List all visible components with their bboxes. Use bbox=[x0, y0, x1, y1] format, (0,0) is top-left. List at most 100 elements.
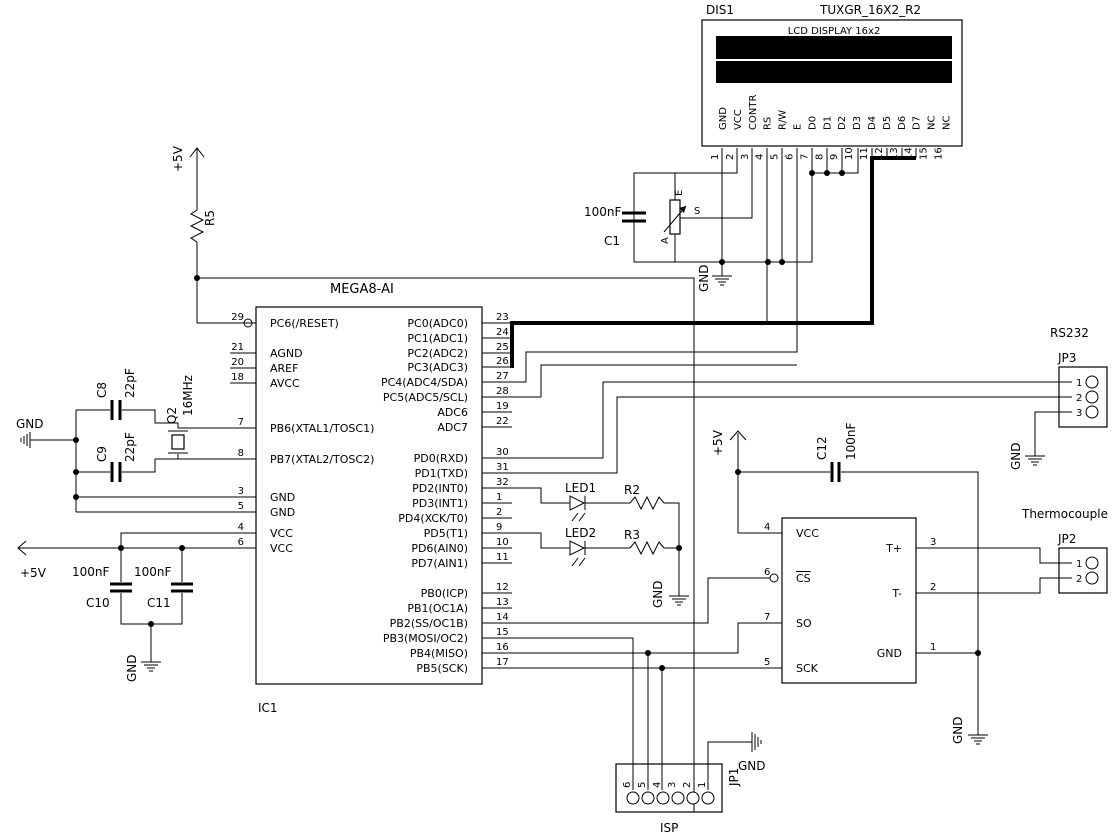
mcu-pin-label: PB2(SS/OC1B) bbox=[390, 617, 468, 630]
lcd-pin-label: GND bbox=[718, 107, 729, 130]
r5-label: R5 bbox=[203, 210, 217, 226]
lcd-pin-label: D5 bbox=[882, 116, 893, 130]
lcd-pin-number: 6 bbox=[785, 154, 796, 160]
lcd-pin-number: 16 bbox=[934, 147, 945, 160]
jp1-pin bbox=[656, 791, 670, 805]
plus5v-label-left: +5V bbox=[20, 566, 47, 580]
mcu-pin-number: 10 bbox=[496, 537, 509, 548]
jp3-title: RS232 bbox=[1050, 326, 1089, 340]
jp3-pin bbox=[1085, 375, 1099, 389]
gnd-symbol-lcd: GND bbox=[697, 264, 732, 292]
c8-label: C8 bbox=[95, 382, 109, 398]
mcu-pin-number: 32 bbox=[496, 477, 509, 488]
plus5v-label-sensor: +5V bbox=[711, 429, 725, 456]
mcu-pin-label: PD3(INT1) bbox=[412, 497, 468, 510]
mcu-pin-number: 20 bbox=[231, 357, 244, 368]
lcd-pin-number: 11 bbox=[859, 147, 870, 160]
lcd-pin-label: D3 bbox=[852, 116, 863, 130]
mcu-pin-number: 18 bbox=[231, 372, 244, 383]
reset-network: +5V R5 bbox=[171, 145, 695, 812]
mcu-pin-label: PB3(MOSI/OC2) bbox=[383, 632, 468, 645]
lcd-body bbox=[701, 19, 963, 147]
lcd-pin-label: NC bbox=[927, 116, 938, 130]
gnd-label-decoupling: GND bbox=[125, 654, 139, 682]
mcu-pin-number: 9 bbox=[496, 522, 502, 533]
sensor-pin-label: VCC bbox=[796, 527, 819, 540]
mcu-pin-number: 31 bbox=[496, 462, 509, 473]
pot-label-e: E bbox=[674, 190, 685, 196]
sensor-pin-number: 1 bbox=[930, 642, 936, 653]
sensor-pin-number: 6 bbox=[764, 567, 770, 578]
pot-label-s: S bbox=[694, 206, 700, 217]
led2-label: LED2 bbox=[565, 526, 596, 540]
sensor-pin-label: SCK bbox=[796, 662, 819, 675]
jp1-pin bbox=[701, 791, 715, 805]
led-network: GND LED1 LED2 R2 R3 bbox=[496, 481, 689, 608]
lcd-pin-label: D4 bbox=[867, 116, 878, 130]
mcu-right-pins: 23PC0(ADC0)24PC1(ADC1)25PC2(ADC2)26PC3(A… bbox=[381, 312, 512, 675]
sensor-pin-number: 3 bbox=[930, 537, 936, 548]
mcu-pin-number: 28 bbox=[496, 386, 509, 397]
mcu-pin-label: PC0(ADC0) bbox=[407, 317, 468, 330]
mcu-pin-label: PD7(AIN1) bbox=[411, 557, 468, 570]
lcd-pin-label: D7 bbox=[912, 116, 923, 130]
lcd-pin-label: D0 bbox=[807, 116, 818, 130]
mcu-pin-number: 22 bbox=[496, 416, 509, 427]
sensor-pin-number: 2 bbox=[930, 582, 936, 593]
r2-label: R2 bbox=[624, 483, 640, 497]
gnd-label-rs232: GND bbox=[1009, 442, 1023, 470]
lcd-pin-label: VCC bbox=[733, 109, 744, 130]
jp2-pin-number: 1 bbox=[1076, 559, 1082, 570]
c11-label: C11 bbox=[147, 596, 171, 610]
plus5v-label-reset: +5V bbox=[171, 145, 185, 172]
rs232-connector: RS232 JP3 123 GND bbox=[496, 326, 1108, 474]
sensor-body bbox=[781, 517, 917, 684]
jp2-pin bbox=[1085, 556, 1099, 570]
lcd-pin-label: NC bbox=[942, 116, 953, 130]
jp1-pin-number: 5 bbox=[637, 782, 648, 788]
mcu-pin-number: 3 bbox=[238, 486, 244, 497]
lcd-pin-number: 7 bbox=[799, 154, 810, 160]
c10-value: 100nF bbox=[72, 565, 110, 579]
gnd-label-leds: GND bbox=[651, 580, 665, 608]
mcu-body bbox=[255, 306, 483, 685]
mcu-pin-number: 7 bbox=[238, 417, 244, 428]
jp1-pin-number: 6 bbox=[622, 782, 633, 788]
mcu-pin-number: 5 bbox=[238, 501, 244, 512]
mcu-pin-number: 15 bbox=[496, 627, 509, 638]
lcd-ref: DIS1 bbox=[706, 3, 734, 17]
lcd-pin-label: D2 bbox=[837, 116, 848, 130]
mcu-pin-number: 11 bbox=[496, 552, 509, 563]
mcu-pin-label: ADC7 bbox=[437, 421, 468, 434]
jp3-ref: JP3 bbox=[1057, 351, 1076, 365]
lcd-pin-number: 5 bbox=[770, 154, 781, 160]
gnd-label-lcd: GND bbox=[697, 264, 711, 292]
potentiometer bbox=[669, 199, 681, 235]
mcu-pin-number: 2 bbox=[496, 507, 502, 518]
c1-label: C1 bbox=[604, 234, 620, 248]
gnd-label-sensor: GND bbox=[951, 716, 965, 744]
r3-label: R3 bbox=[624, 528, 640, 542]
lcd-module: LCD DISPLAY 16x2 DIS1 TUXGR_16X2_R2 GND1… bbox=[701, 3, 963, 160]
vcc-decoupling: +5V 100nF 100nF C10 C11 GND bbox=[17, 532, 248, 682]
q2-label: Q2 bbox=[165, 407, 179, 424]
jp3-pin bbox=[1085, 390, 1099, 404]
lcd-pin-label: E bbox=[793, 124, 804, 130]
mcu-pin-label: PB1(OC1A) bbox=[407, 602, 468, 615]
mcu-pin-number: 8 bbox=[238, 448, 244, 459]
mcu-pin-label: GND bbox=[270, 491, 295, 504]
jp1-pin-number: 2 bbox=[682, 782, 693, 788]
mcu-pin-number: 23 bbox=[496, 312, 509, 323]
mcu-name: MEGA8-AI bbox=[330, 282, 394, 297]
jp1-title: ISP bbox=[660, 821, 678, 835]
jp3-pin-number: 1 bbox=[1076, 378, 1082, 389]
mcu-pin-label: PC6(/RESET) bbox=[270, 317, 339, 330]
lcd-pin-number: 10 bbox=[844, 147, 855, 160]
sensor-pin-label: T+ bbox=[885, 542, 902, 555]
lcd-part: TUXGR_16X2_R2 bbox=[819, 3, 921, 17]
